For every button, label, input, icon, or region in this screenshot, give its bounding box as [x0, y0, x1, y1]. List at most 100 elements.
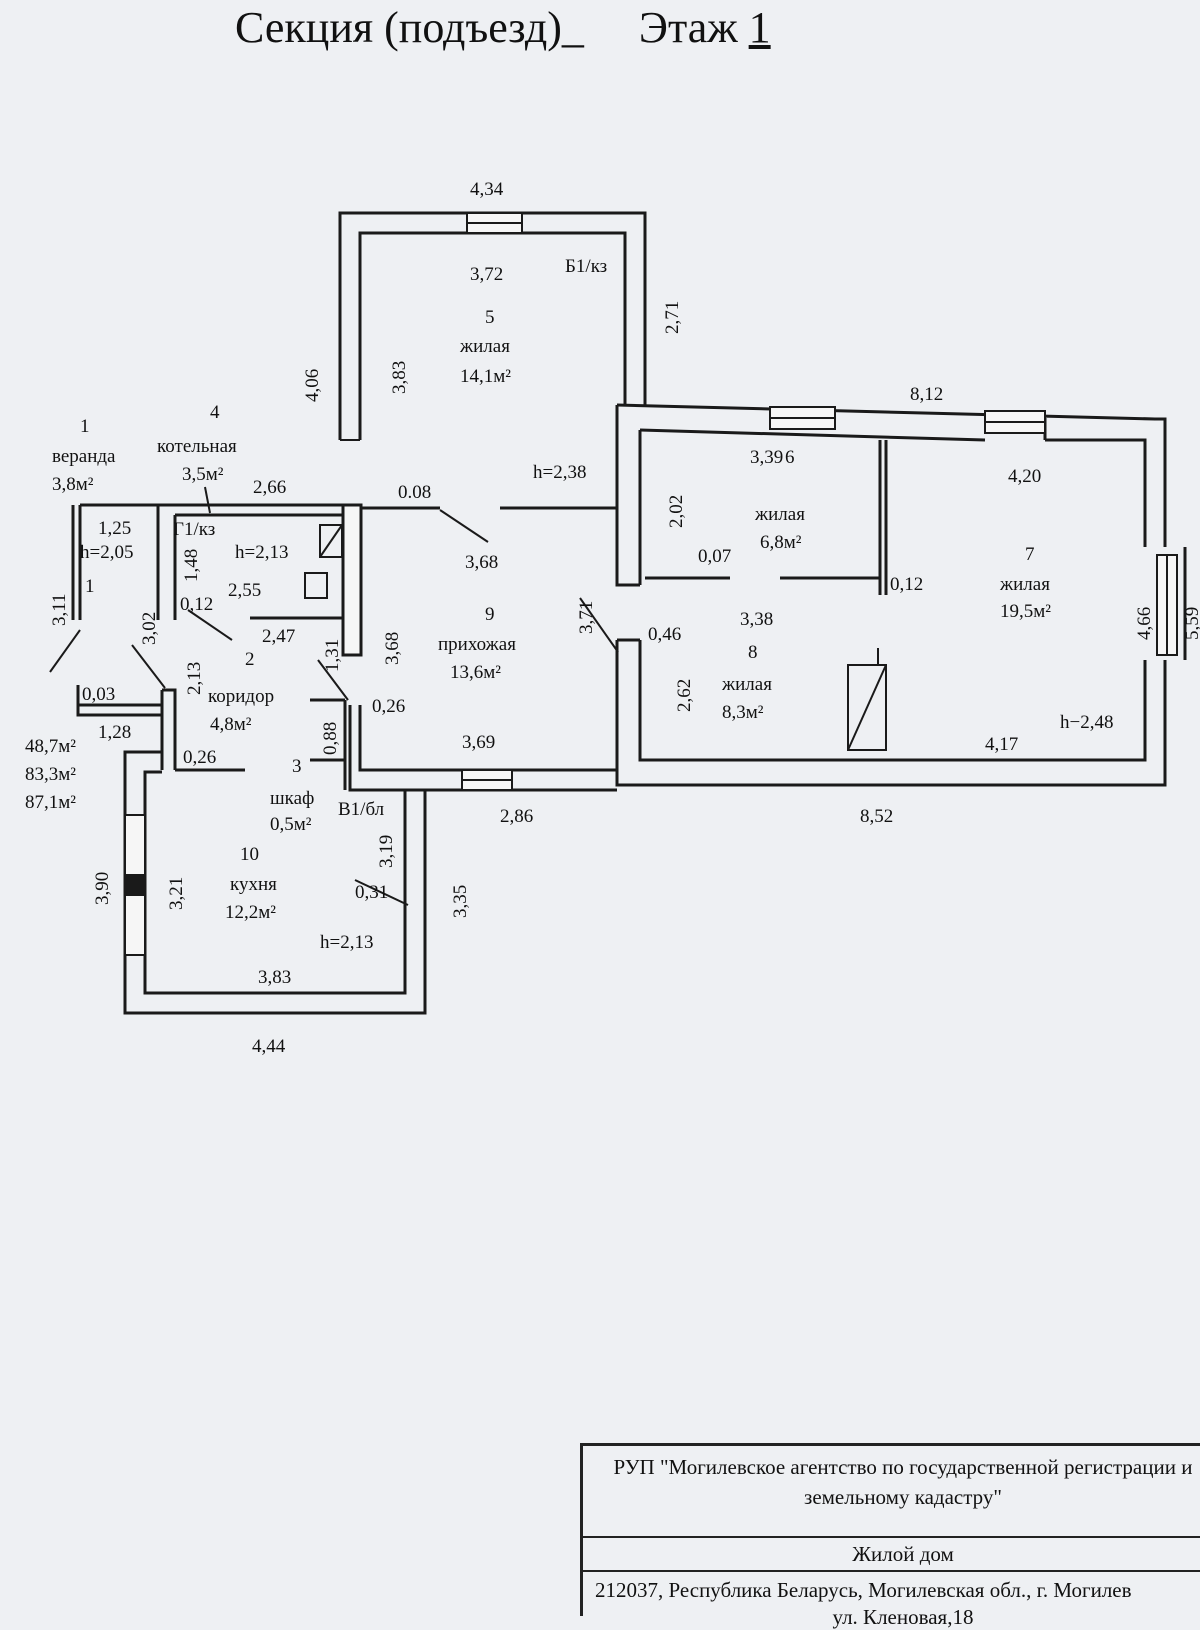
room-7-name: жилая	[999, 574, 1050, 595]
wardrobe-room8	[847, 664, 887, 751]
room-3-number: 3	[292, 756, 302, 777]
section-label: Секция (подъезд)_	[235, 3, 584, 52]
dim-2-13: 2,13	[184, 662, 205, 695]
height-main: h=2,38	[533, 462, 586, 483]
wall-boiler-hall	[341, 503, 363, 657]
total-2: 83,3м²	[25, 764, 76, 785]
kitchen-pier	[125, 875, 145, 895]
dim-1-25: 1,25	[98, 518, 131, 539]
wall-right-inner	[638, 430, 1147, 762]
dim-3-71: 3,71	[576, 601, 597, 634]
dim-1-31: 1,31	[322, 639, 343, 672]
dim-0-07: 0,07	[698, 546, 731, 567]
leader-line	[204, 486, 211, 514]
title-block: РУП "Могилевское агентство по государств…	[580, 1443, 1200, 1629]
room-6-area: 6,8м²	[760, 532, 802, 553]
dim-2-02: 2,02	[666, 495, 687, 528]
floor-plan: 1 веранда 3,8м² 4 котельная 3,5м² 5 жила…	[25, 179, 1200, 1057]
wardrobe-diag	[847, 664, 887, 751]
room-1-name: веранда	[52, 446, 116, 467]
room-6-number: 6	[785, 447, 795, 468]
dim-0-26-right: 0,26	[372, 696, 405, 717]
height-kitchen: h=2,13	[320, 932, 373, 953]
dim-3-68-h: 3,68	[465, 552, 498, 573]
room-9-number: 9	[485, 604, 495, 625]
page-title: Секция (подъезд)_ Этаж 1	[235, 2, 771, 53]
wall-kitchen-outer	[123, 750, 427, 1015]
room-3-name: шкаф	[270, 788, 314, 809]
wall-boiler	[156, 503, 343, 620]
title-block-street: ул. Кленовая,18	[832, 1605, 974, 1629]
dim-8-12: 8,12	[910, 384, 943, 405]
room-10-area: 12,2м²	[225, 902, 276, 923]
title-block-object-type: Жилой дом	[583, 1538, 1200, 1572]
room-10-name: кухня	[230, 874, 277, 895]
height-veranda: h=2,05	[80, 542, 133, 563]
room-2-area: 4,8м²	[210, 714, 252, 735]
dim-4-66: 4,66	[1134, 607, 1155, 640]
dim-0-08: 0.08	[398, 482, 431, 503]
dim-3-39: 3,39	[750, 447, 783, 468]
door-swing	[579, 597, 619, 653]
wall-hall-bottom	[348, 705, 617, 792]
total-1: 48,7м²	[25, 736, 76, 757]
room-5-name: жилая	[459, 336, 510, 357]
dim-4-44: 4,44	[252, 1036, 286, 1057]
wall-corridor-right	[160, 688, 177, 770]
room-7-area: 19,5м²	[1000, 601, 1051, 622]
boiler-diag	[319, 524, 343, 558]
door-swing	[131, 644, 166, 689]
room-9-name: прихожая	[438, 634, 516, 655]
height-right: h−2,48	[1060, 712, 1113, 733]
room-6-name: жилая	[754, 504, 805, 525]
boiler-unit	[319, 524, 343, 558]
dim-3-72: 3,72	[470, 264, 503, 285]
room-3-area: 0,5м²	[270, 814, 312, 835]
dim-5-59: 5,59	[1182, 607, 1200, 640]
code-v1: В1/бл	[338, 799, 385, 820]
room-5-number: 5	[485, 307, 495, 328]
dim-1-48: 1,48	[181, 549, 202, 582]
dim-3-02: 3,02	[139, 612, 160, 645]
veranda-door	[49, 629, 81, 673]
dim-2-47: 2,47	[262, 626, 295, 647]
floor-number: 1	[748, 3, 771, 52]
dim-0-31: 0,31	[355, 882, 388, 903]
wall-wardrobe	[310, 698, 347, 790]
dim-0-46: 0,46	[648, 624, 681, 645]
dim-3-35: 3,35	[450, 885, 471, 918]
stove-unit	[304, 572, 328, 599]
dim-3-83-kitchen: 3,83	[258, 967, 291, 988]
dim-3-69: 3,69	[462, 732, 495, 753]
total-3: 87,1м²	[25, 792, 76, 813]
door-swing	[317, 659, 349, 701]
room-7-number: 7	[1025, 544, 1035, 565]
code-g1: Г1/кз	[173, 519, 215, 540]
dim-3-11: 3,11	[49, 593, 70, 626]
room-2-number: 2	[245, 649, 255, 670]
window-kitchen-a	[124, 814, 146, 876]
wall-right-top-inner	[639, 428, 986, 442]
room-1-area: 3,8м²	[52, 474, 94, 495]
dim-3-19: 3,19	[376, 835, 397, 868]
dim-8-52: 8,52	[860, 806, 893, 827]
dim-0-03: 0,03	[82, 684, 115, 705]
room-4-area: 3,5м²	[182, 464, 224, 485]
room-5-area: 14,1м²	[460, 366, 511, 387]
room-8-name: жилая	[721, 674, 772, 695]
wall-veranda	[71, 503, 158, 620]
title-block-organization: РУП "Могилевское агентство по государств…	[583, 1446, 1200, 1538]
dim-3-90: 3,90	[92, 872, 113, 905]
dim-0-12-left: 0,12	[180, 594, 213, 615]
code-b1: Б1/кз	[565, 256, 607, 277]
wall-kitchen-inner	[143, 770, 407, 995]
window-kitchen-b	[124, 894, 146, 956]
room-9-area: 13,6м²	[450, 662, 501, 683]
dim-2-71: 2,71	[662, 301, 683, 334]
dim-3-21: 3,21	[166, 877, 187, 910]
dim-1-28: 1,28	[98, 722, 131, 743]
room-4-number: 4	[210, 402, 220, 423]
wall-corridor	[76, 685, 162, 717]
dim-3-68-v: 3,68	[382, 632, 403, 665]
dim-4-34: 4,34	[470, 179, 504, 200]
